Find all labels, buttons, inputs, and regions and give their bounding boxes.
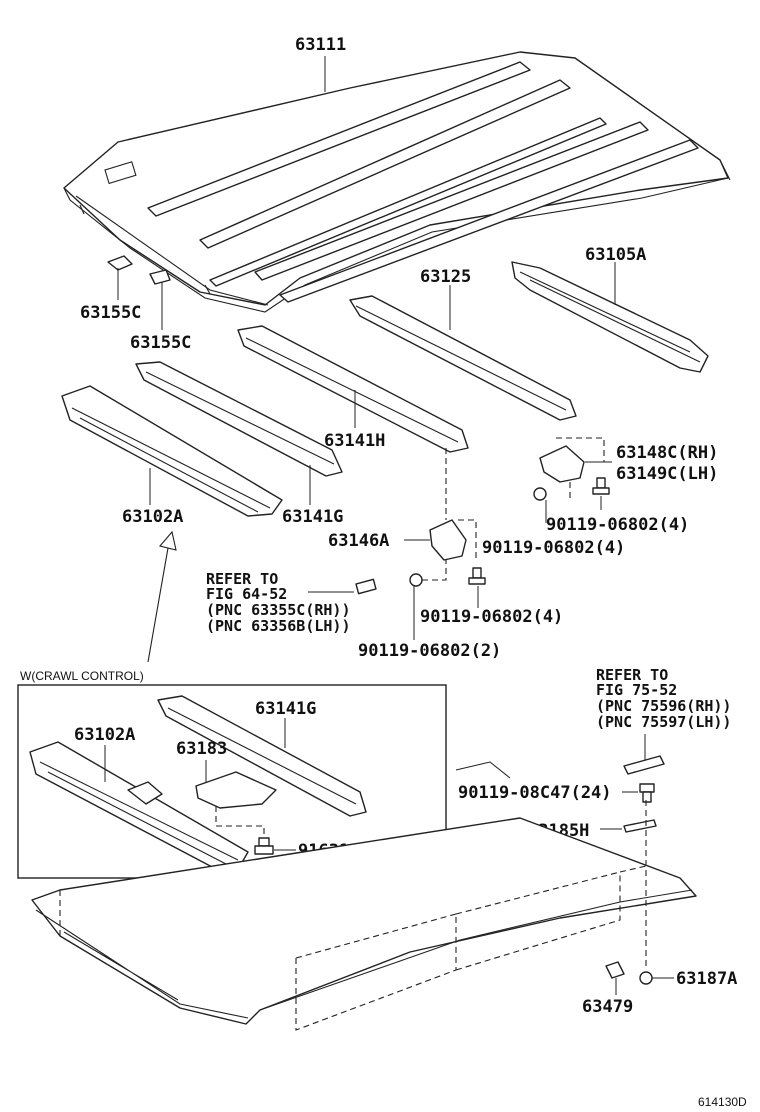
label-63187a: 63187A [676,969,737,989]
refer-75-line3: (PNC 75596(RH)) [596,697,731,715]
refer-75-line4: (PNC 75597(LH)) [596,713,731,731]
bolt-icons-upper [533,477,610,501]
rack-pad-icon [623,819,657,833]
refer-75-line1: REFER TO [596,666,668,684]
inset-label-63141g: 63141G [255,699,316,719]
bolt-icons-lower [409,560,486,587]
inset-title: W(CRAWL CONTROL) [20,669,144,683]
roof-bow-g-drawing [135,361,343,477]
label-63125: 63125 [420,267,471,287]
refer-64-line1: REFER TO [206,570,278,588]
refer-64-line2: FIG 64-52 [206,585,287,603]
label-63155c-1: 63155C [80,303,141,323]
inset-bow-drawing [157,695,367,817]
label-63141g: 63141G [282,507,343,527]
label-63146a: 63146A [328,531,389,551]
nut-seal-icons [605,961,653,985]
roof-clip-drawing [107,255,171,285]
refer-75-line2: FIG 75-52 [596,681,677,699]
label-63105a: 63105A [585,245,646,265]
roof-bow-h-drawing [237,325,469,453]
label-63479: 63479 [582,997,633,1017]
roof-side-rail-drawing [511,261,709,373]
inset-label-63102a: 63102A [74,725,135,745]
bolt-icon-e [639,783,655,803]
label-63148c: 63148C(RH) [616,443,718,463]
label-bolt-a: 90119-06802(4) [546,515,689,535]
figure-code: 614130D [698,1095,747,1109]
label-bolt-b: 90119-06802(4) [482,538,625,558]
label-63149c: 63149C(LH) [616,464,718,484]
brace-drawing [539,437,605,500]
label-bolt-e: 90119-08C47(24) [458,783,612,803]
label-63141h: 63141H [324,431,385,451]
label-63155c-2: 63155C [130,333,191,353]
inset-bolt-icon [254,837,274,855]
label-63111: 63111 [295,35,346,55]
roof-bow-rear-drawing [349,295,577,421]
refer-64-line4: (PNC 63356B(LH)) [206,617,351,635]
clip-part-icon [355,578,377,595]
lower-roof-panel-drawing [31,800,697,1031]
label-bolt-d: 90119-06802(2) [358,641,501,661]
label-bolt-c: 90119-06802(4) [420,607,563,627]
bracket-63146a-drawing [429,448,477,561]
inset-label-63183: 63183 [176,739,227,759]
refer-64-line3: (PNC 63355C(RH)) [206,601,351,619]
roof-rack-part-icon [623,755,665,775]
roof-panel-drawing [63,51,731,313]
inset-bracket-drawing [195,771,277,836]
front-header-drawing [61,385,283,517]
label-63102a: 63102A [122,507,183,527]
